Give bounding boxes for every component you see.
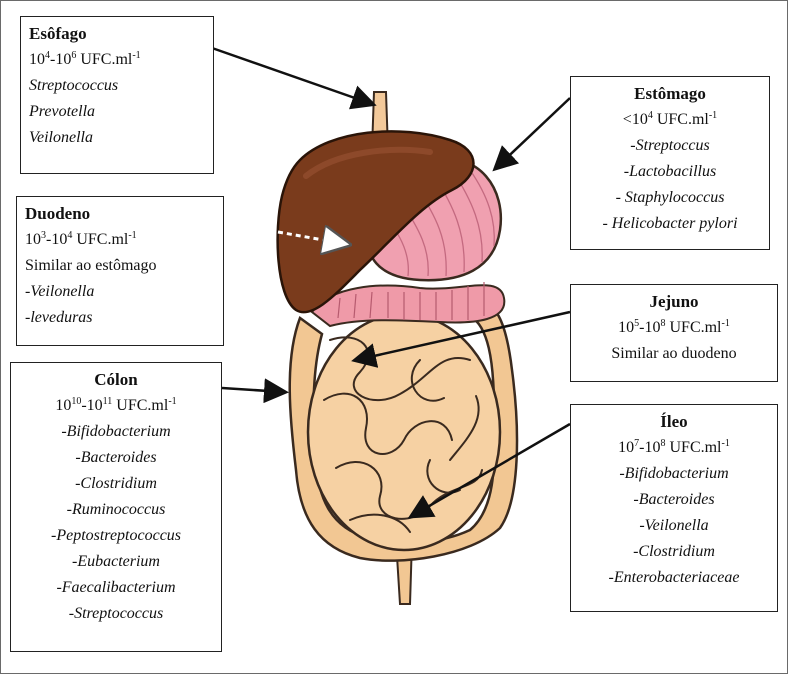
esofago-box: Esôfago 104-106 UFC.ml-1 Streptococcus P… bbox=[20, 16, 214, 174]
estomago-organism: - Helicobacter pylori bbox=[579, 211, 761, 237]
estomago-title: Estômago bbox=[579, 81, 761, 107]
colon-box: Cólon 1010-1011 UFC.ml-1 -Bifidobacteriu… bbox=[10, 362, 222, 652]
colon-title: Cólon bbox=[19, 367, 213, 393]
esofago-organism: Veilonella bbox=[29, 125, 205, 151]
estomago-organism: -Lactobacillus bbox=[579, 159, 761, 185]
esofago-title: Esôfago bbox=[29, 21, 205, 47]
esofago-pointer bbox=[212, 48, 372, 104]
colon-organism: -Ruminococcus bbox=[19, 497, 213, 523]
esofago-organism: Streptococcus bbox=[29, 73, 205, 99]
colon-organism: -Bacteroides bbox=[19, 445, 213, 471]
jejuno-box: Jejuno 105-108 UFC.ml-1 Similar ao duode… bbox=[570, 284, 778, 382]
esofago-count: 104-106 UFC.ml-1 bbox=[29, 47, 205, 73]
estomago-box: Estômago <104 UFC.ml-1 -Streptoccus -Lac… bbox=[570, 76, 770, 250]
duodeno-organism: -Veilonella bbox=[25, 279, 215, 305]
duodeno-note: Similar ao estômago bbox=[25, 253, 215, 279]
colon-organism: -Clostridium bbox=[19, 471, 213, 497]
ileo-organism: -Enterobacteriaceae bbox=[579, 565, 769, 591]
colon-organism: -Eubacterium bbox=[19, 549, 213, 575]
ileo-organism: -Veilonella bbox=[579, 513, 769, 539]
estomago-count: <104 UFC.ml-1 bbox=[579, 107, 761, 133]
estomago-organism: - Staphylococcus bbox=[579, 185, 761, 211]
duodeno-title: Duodeno bbox=[25, 201, 215, 227]
duodenum-band bbox=[312, 285, 504, 326]
colon-organism: -Bifidobacterium bbox=[19, 419, 213, 445]
colon-organism: -Faecalibacterium bbox=[19, 575, 213, 601]
colon-count: 1010-1011 UFC.ml-1 bbox=[19, 393, 213, 419]
estomago-organism: -Streptoccus bbox=[579, 133, 761, 159]
jejuno-count: 105-108 UFC.ml-1 bbox=[579, 315, 769, 341]
estomago-pointer bbox=[496, 98, 570, 168]
esofago-organism: Prevotella bbox=[29, 99, 205, 125]
jejuno-title: Jejuno bbox=[579, 289, 769, 315]
ileo-organism: -Clostridium bbox=[579, 539, 769, 565]
jejuno-note: Similar ao duodeno bbox=[579, 341, 769, 367]
ileo-organism: -Bifidobacterium bbox=[579, 461, 769, 487]
colon-organism: -Peptostreptococcus bbox=[19, 523, 213, 549]
duodeno-count: 103-104 UFC.ml-1 bbox=[25, 227, 215, 253]
duodeno-box: Duodeno 103-104 UFC.ml-1 Similar ao estô… bbox=[16, 196, 224, 346]
duodeno-organism: -leveduras bbox=[25, 305, 215, 331]
colon-organism: -Streptococcus bbox=[19, 601, 213, 627]
colon-pointer bbox=[222, 388, 284, 392]
ileo-organism: -Bacteroides bbox=[579, 487, 769, 513]
ileo-box: Íleo 107-108 UFC.ml-1 -Bifidobacterium -… bbox=[570, 404, 778, 612]
ileo-count: 107-108 UFC.ml-1 bbox=[579, 435, 769, 461]
ileo-title: Íleo bbox=[579, 409, 769, 435]
